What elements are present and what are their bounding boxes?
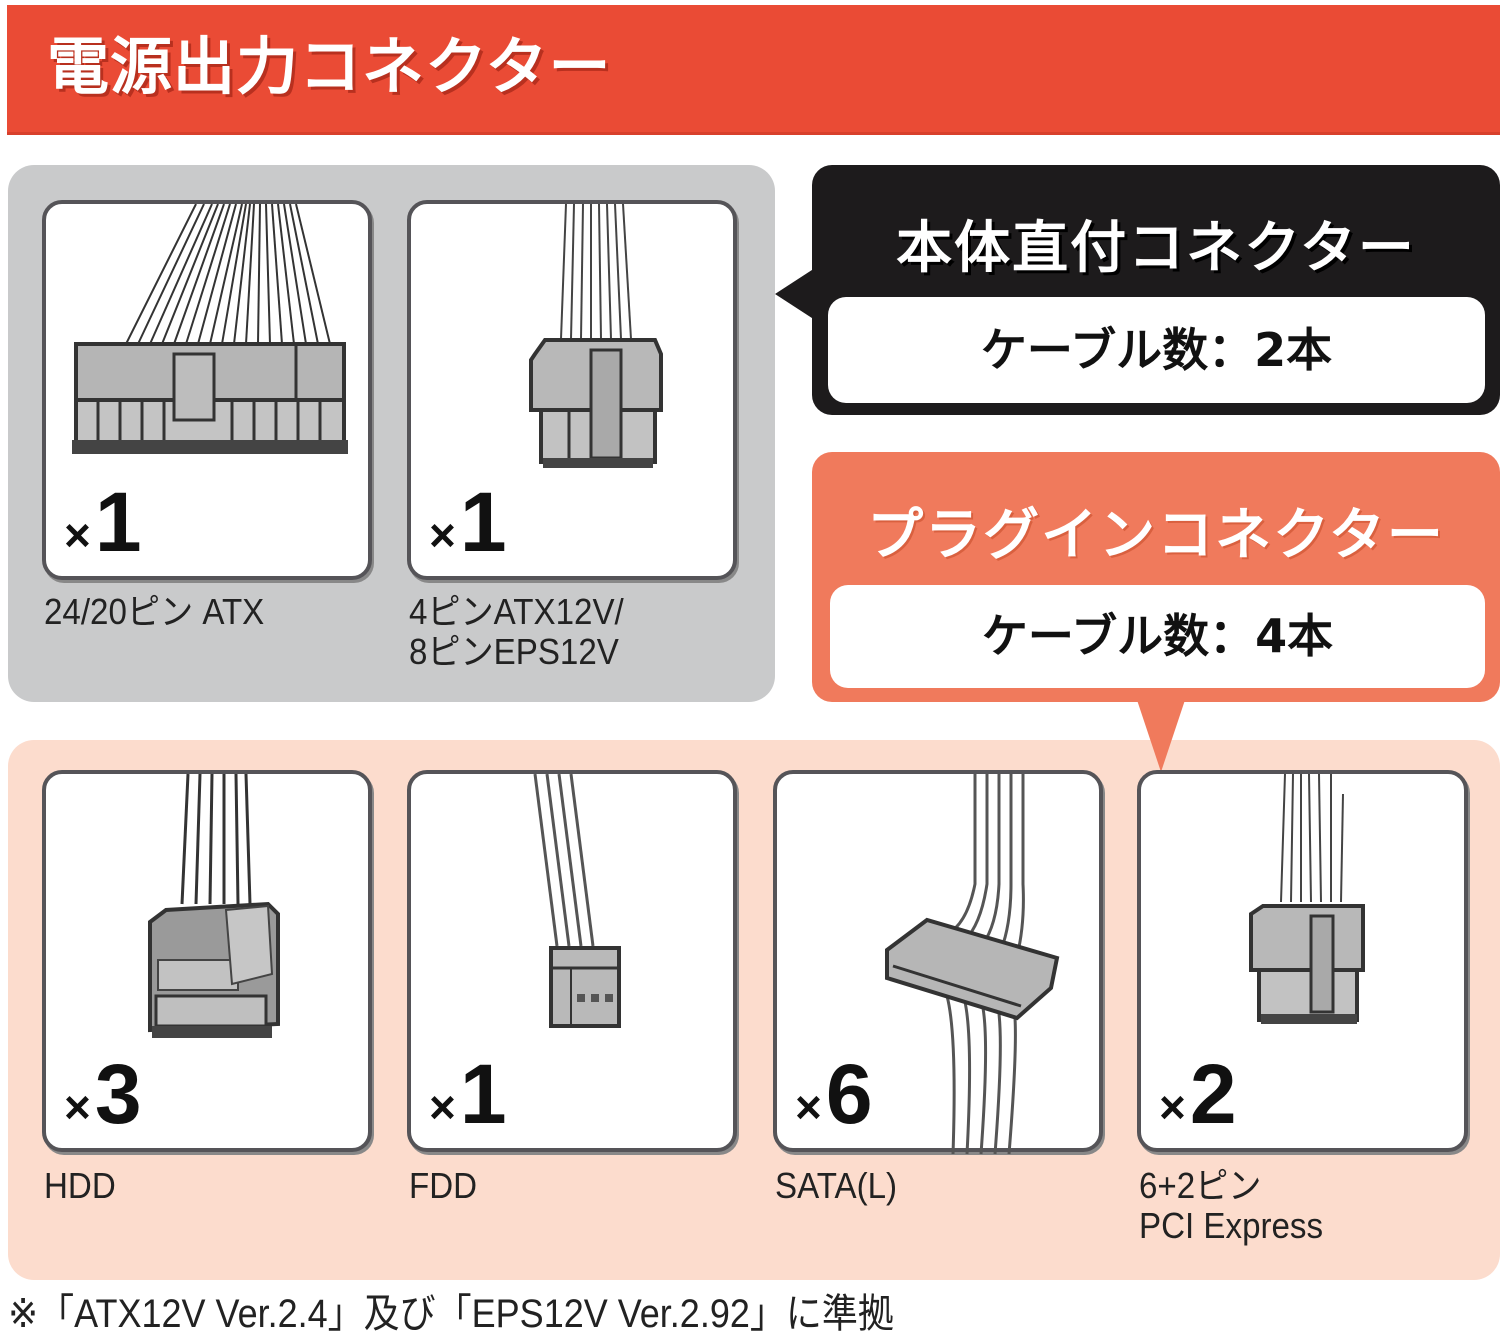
section-title: 電源出力コネクター (47, 30, 612, 103)
eps-8pin-connector-icon (529, 204, 663, 468)
plugin-connectors-title: プラグインコネクター (867, 503, 1445, 568)
callout-pointer (775, 268, 815, 320)
atx-24pin-connector-icon (72, 204, 348, 454)
hdd-molex-connector-icon (148, 774, 280, 1038)
connector-label-sata: SATA(L) (775, 1165, 898, 1206)
connector-card-hdd: ×3 (42, 770, 372, 1152)
connector-label-hdd: HDD (44, 1165, 116, 1206)
connector-label-pcie: 6+2ピン PCI Express (1139, 1165, 1324, 1246)
callout-pointer (1137, 700, 1185, 772)
connector-card-sata: ×6 (773, 770, 1103, 1155)
quantity: ×1 (64, 475, 142, 569)
quantity: ×1 (429, 475, 507, 569)
plugin-cable-count: ケーブル数：4本 (830, 585, 1485, 688)
quantity: ×2 (1159, 1047, 1237, 1141)
pcie-6plus2-connector-icon (1249, 774, 1365, 1024)
fdd-connector-icon (533, 774, 621, 1028)
quantity: ×6 (795, 1047, 873, 1141)
connector-card-eps: ×1 (407, 200, 737, 580)
compliance-footnote: ※「ATX12V Ver.2.4」及び「EPS12V Ver.2.92」に準拠 (8, 1292, 894, 1336)
quantity: ×3 (64, 1047, 142, 1141)
connector-card-pcie: ×2 (1137, 770, 1468, 1152)
direct-connectors-callout: 本体直付コネクター ケーブル数：2本 (812, 165, 1500, 415)
connector-card-atx: ×1 (42, 200, 372, 580)
direct-cable-count: ケーブル数：2本 (828, 297, 1485, 403)
sata-connector-icon (885, 774, 1060, 1155)
connector-label-fdd: FDD (409, 1165, 478, 1206)
section-header: 電源出力コネクター (7, 5, 1500, 135)
connector-label-eps: 4ピンATX12V/ 8ピンEPS12V (409, 591, 624, 672)
connector-label-atx: 24/20ピン ATX (44, 591, 265, 632)
direct-connectors-title: 本体直付コネクター (896, 216, 1416, 281)
connector-card-fdd: ×1 (407, 770, 737, 1152)
quantity: ×1 (429, 1047, 507, 1141)
plugin-connectors-callout: プラグインコネクター ケーブル数：4本 (812, 452, 1500, 702)
